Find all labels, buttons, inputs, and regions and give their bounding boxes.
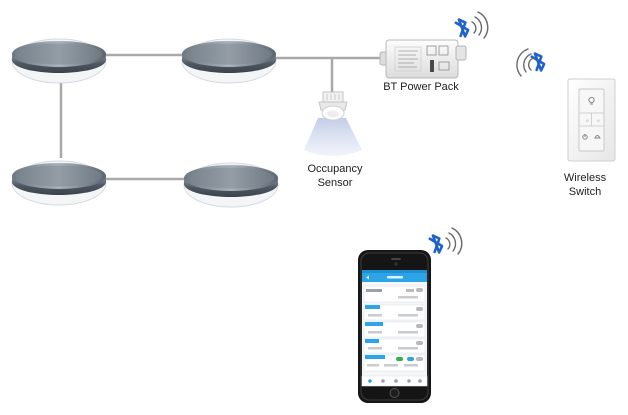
- occupancy-sensor: [304, 91, 362, 156]
- wireless-switch-label: Wireless Switch: [550, 171, 620, 199]
- home-button: [389, 388, 400, 398]
- toggle-switch: [396, 357, 403, 361]
- wireless-switch-label-line2: Switch: [568, 186, 602, 198]
- ceiling-light-2: [181, 38, 277, 84]
- ceiling-light-4: [183, 162, 279, 208]
- toggle-switch: [416, 357, 423, 361]
- app-tab-bar: [361, 375, 428, 387]
- dim-up-icon: ☼: [585, 118, 590, 124]
- dim-down-icon: ☼: [596, 118, 601, 124]
- power-pack-label: BT Power Pack: [373, 80, 469, 94]
- signal-waves-icon: [471, 11, 489, 39]
- bluetooth-icon: [428, 234, 444, 254]
- toggle-switch: [407, 357, 414, 361]
- app-row: [363, 321, 426, 338]
- smartphone: [358, 250, 431, 403]
- front-camera: [394, 262, 398, 266]
- app-row: [363, 304, 426, 321]
- app-row: [363, 285, 426, 303]
- light-bulb-icon: [588, 96, 595, 104]
- app-row: [363, 354, 426, 372]
- occupancy-sensor-label-line1: Occupancy: [307, 163, 363, 175]
- wireless-switch-label-line1: Wireless: [563, 172, 607, 184]
- earpiece: [391, 258, 401, 260]
- sensor-detection-cone: [304, 118, 362, 156]
- wiring: [59, 53, 384, 181]
- scene-icon: [594, 135, 601, 139]
- ceiling-light-3: [11, 160, 107, 206]
- bluetooth-icon: [454, 18, 470, 38]
- signal-waves-icon: [516, 48, 535, 77]
- wireless-switch: ☼ ☼: [567, 78, 616, 162]
- occupancy-sensor-label: Occupancy Sensor: [295, 162, 375, 190]
- bt-power-pack: [379, 39, 467, 79]
- power-pack-label-text: BT Power Pack: [383, 81, 459, 93]
- occupancy-sensor-label-line2: Sensor: [317, 177, 353, 189]
- ceiling-light-1: [11, 38, 107, 84]
- app-row: [363, 338, 426, 354]
- signal-waves-icon: [445, 227, 463, 255]
- bluetooth-icon: [530, 52, 546, 72]
